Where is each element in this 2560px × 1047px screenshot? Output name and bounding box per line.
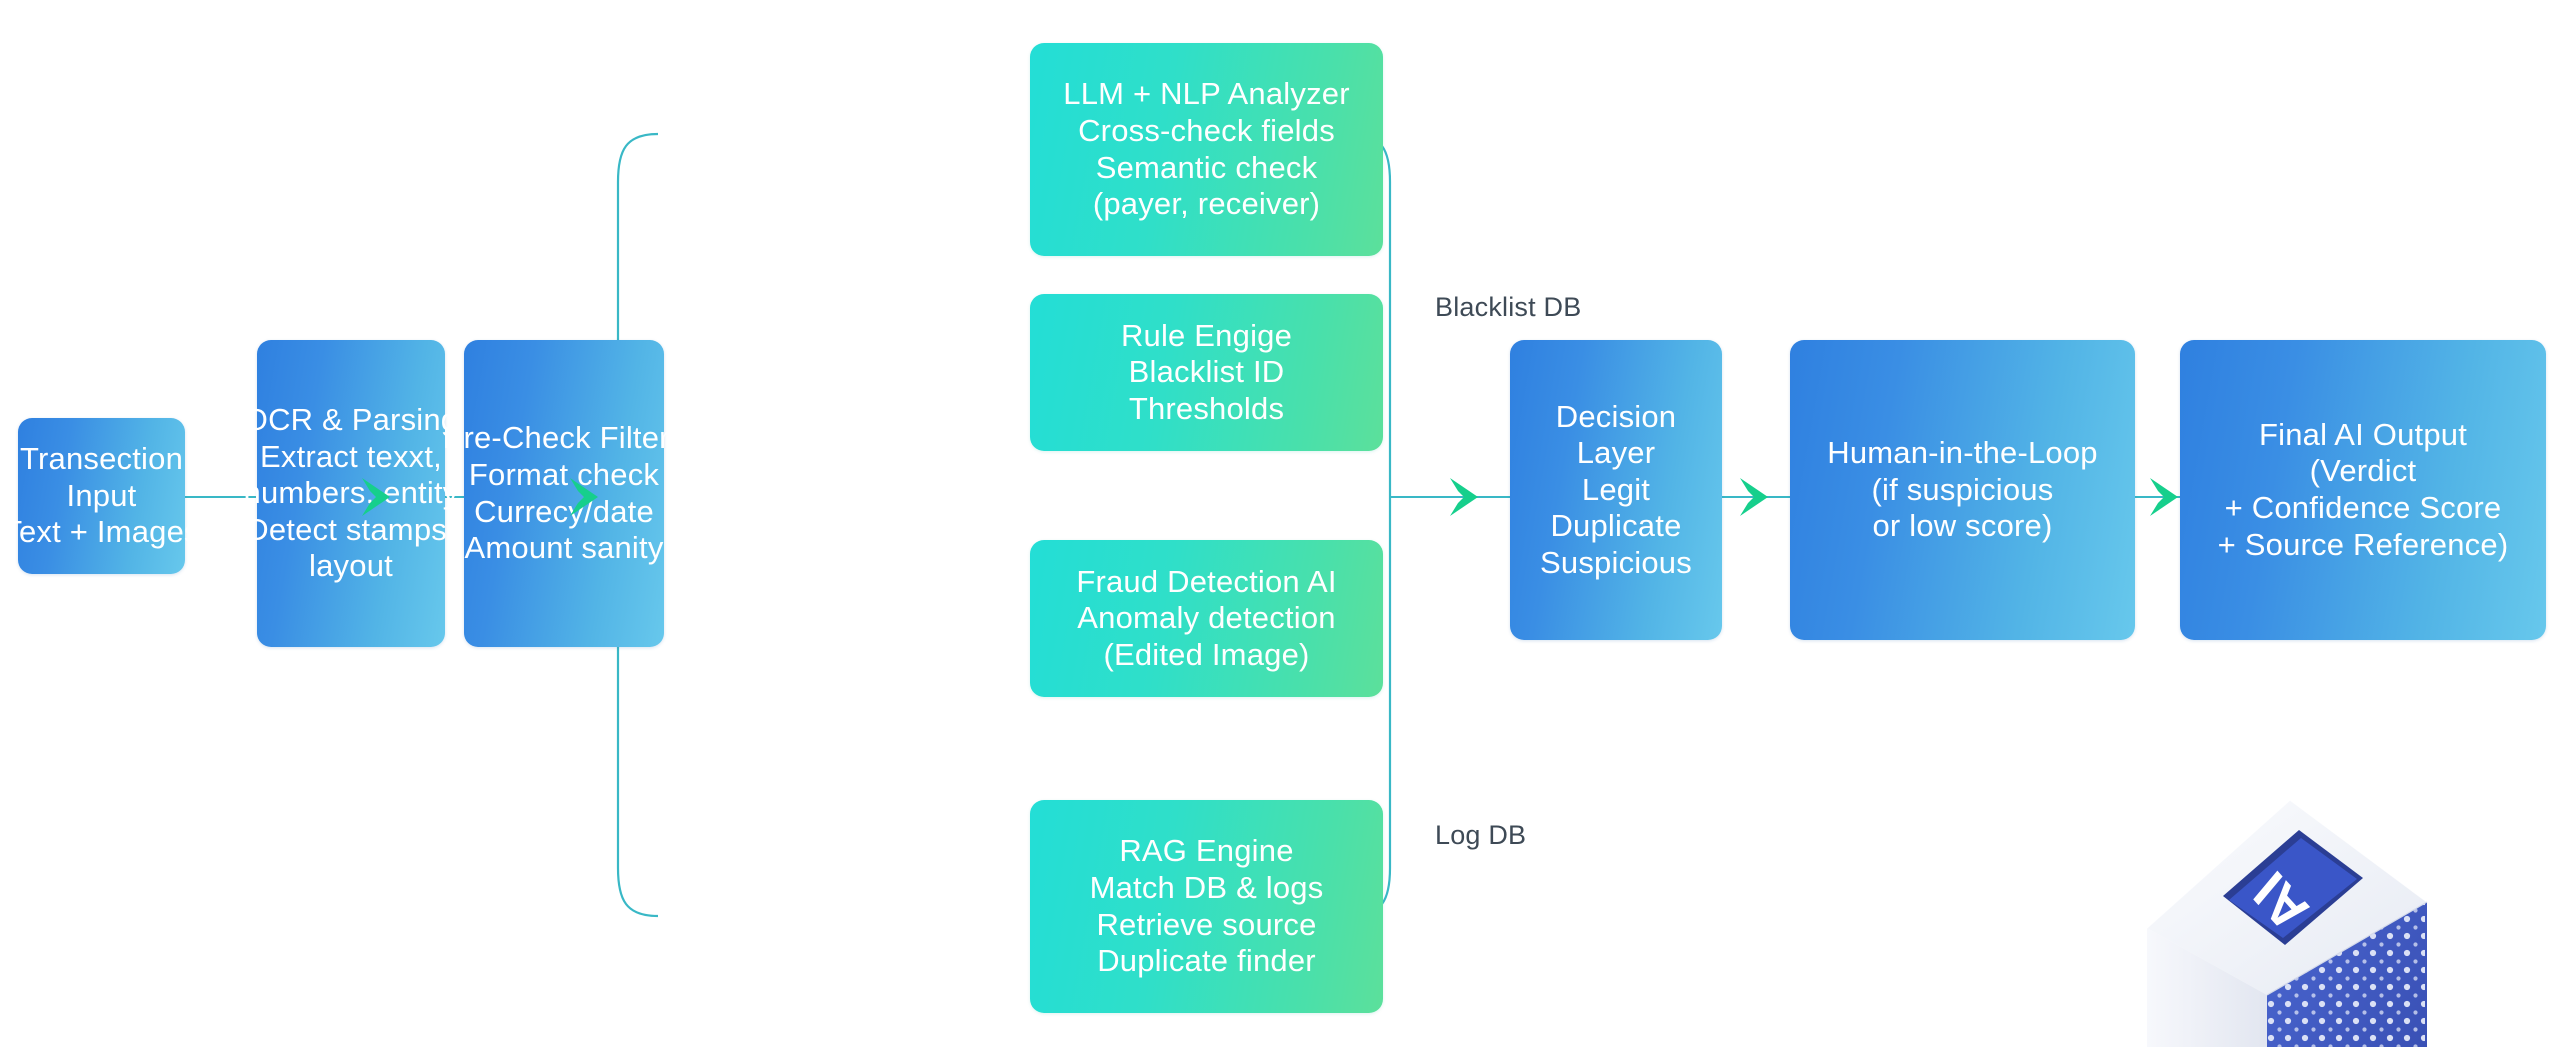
node-line: Input [66, 477, 137, 513]
node-fraud-detection-ai[interactable]: Fraud Detection AI Anomaly detection (Ed… [1030, 540, 1383, 697]
node-decision-layer[interactable]: Decision Layer Legit Duplicate Suspiciou… [1510, 340, 1722, 640]
ai-cube-graphic: AI [2045, 778, 2560, 1047]
arrow-chevron-icon-5 [2140, 472, 2192, 522]
node-line: (if suspicious [1871, 471, 2054, 507]
node-line: Semantic check [1095, 149, 1318, 185]
node-line: OCR & Parsing [243, 402, 459, 438]
label-log-db: Log DB [1435, 820, 1527, 850]
node-final-ai-output[interactable]: Final AI Output (Verdict + Confidence Sc… [2180, 340, 2546, 640]
node-line: Suspicious [1540, 544, 1692, 580]
node-line: Match DB & logs [1089, 869, 1324, 905]
node-rule-engine[interactable]: Rule Engige Blacklist ID Thresholds [1030, 294, 1383, 451]
node-line: numbers, entity [243, 475, 459, 511]
node-line: Legit [1581, 471, 1651, 507]
node-line: Anomaly detection [1077, 600, 1336, 636]
node-line: + Source Reference) [2217, 526, 2509, 562]
node-line: Final AI Output [2258, 416, 2468, 452]
node-line: (Edited Image) [1103, 636, 1310, 672]
arrow-chevron-icon-2 [560, 472, 612, 522]
node-line: Pre-Check Filters [442, 420, 686, 456]
node-line: LLM + NLP Analyzer [1063, 76, 1350, 112]
node-transaction-input[interactable]: Transection Input (Text + Images) [0, 418, 210, 574]
node-line: Duplicate [1550, 508, 1682, 544]
node-line: Thresholds [1128, 390, 1285, 426]
node-line: Fraud Detection AI [1076, 563, 1337, 599]
node-line: (payer, receiver) [1092, 186, 1321, 222]
node-rag-engine[interactable]: RAG Engine Match DB & logs Retrieve sour… [1030, 800, 1383, 1013]
node-ocr-parsing[interactable]: OCR & Parsing Extract texxt, numbers, en… [244, 340, 458, 647]
node-line: Layer [1576, 435, 1656, 471]
node-llm-nlp-analyzer[interactable]: LLM + NLP Analyzer Cross-check fields Se… [1030, 43, 1383, 256]
node-line: Retrieve source [1096, 906, 1317, 942]
node-line: (Text + Images) [0, 514, 211, 550]
node-line: Amount sanity [464, 530, 664, 566]
node-line: Detect stamps, [246, 511, 456, 547]
node-line: Cross-check fields [1078, 112, 1335, 148]
arrow-chevron-icon-1 [352, 472, 404, 522]
connector-input-to-ocr [185, 496, 257, 498]
node-line: Extract texxt, [260, 438, 442, 474]
arrow-chevron-icon-3 [1440, 472, 1492, 522]
node-human-in-the-loop[interactable]: Human-in-the-Loop (if suspicious or low … [1790, 340, 2135, 640]
node-line: Human-in-the-Loop [1827, 435, 2098, 471]
node-line: Blacklist ID [1128, 354, 1285, 390]
node-line: or low score) [1872, 508, 2053, 544]
node-line: + Confidence Score [2224, 490, 2502, 525]
node-line: Transection [20, 441, 184, 477]
arrow-chevron-icon-4 [1730, 472, 1782, 522]
node-line: Duplicate finder [1097, 943, 1316, 979]
node-line: (Verdict [2309, 453, 2417, 489]
node-line: Rule Engige [1120, 317, 1293, 353]
node-line: layout [309, 548, 393, 584]
node-line: RAG Engine [1119, 833, 1294, 869]
node-line: Decision [1555, 398, 1677, 434]
connector-group-to-decision [1390, 496, 1510, 498]
label-blacklist-db: Blacklist DB [1435, 292, 1582, 322]
